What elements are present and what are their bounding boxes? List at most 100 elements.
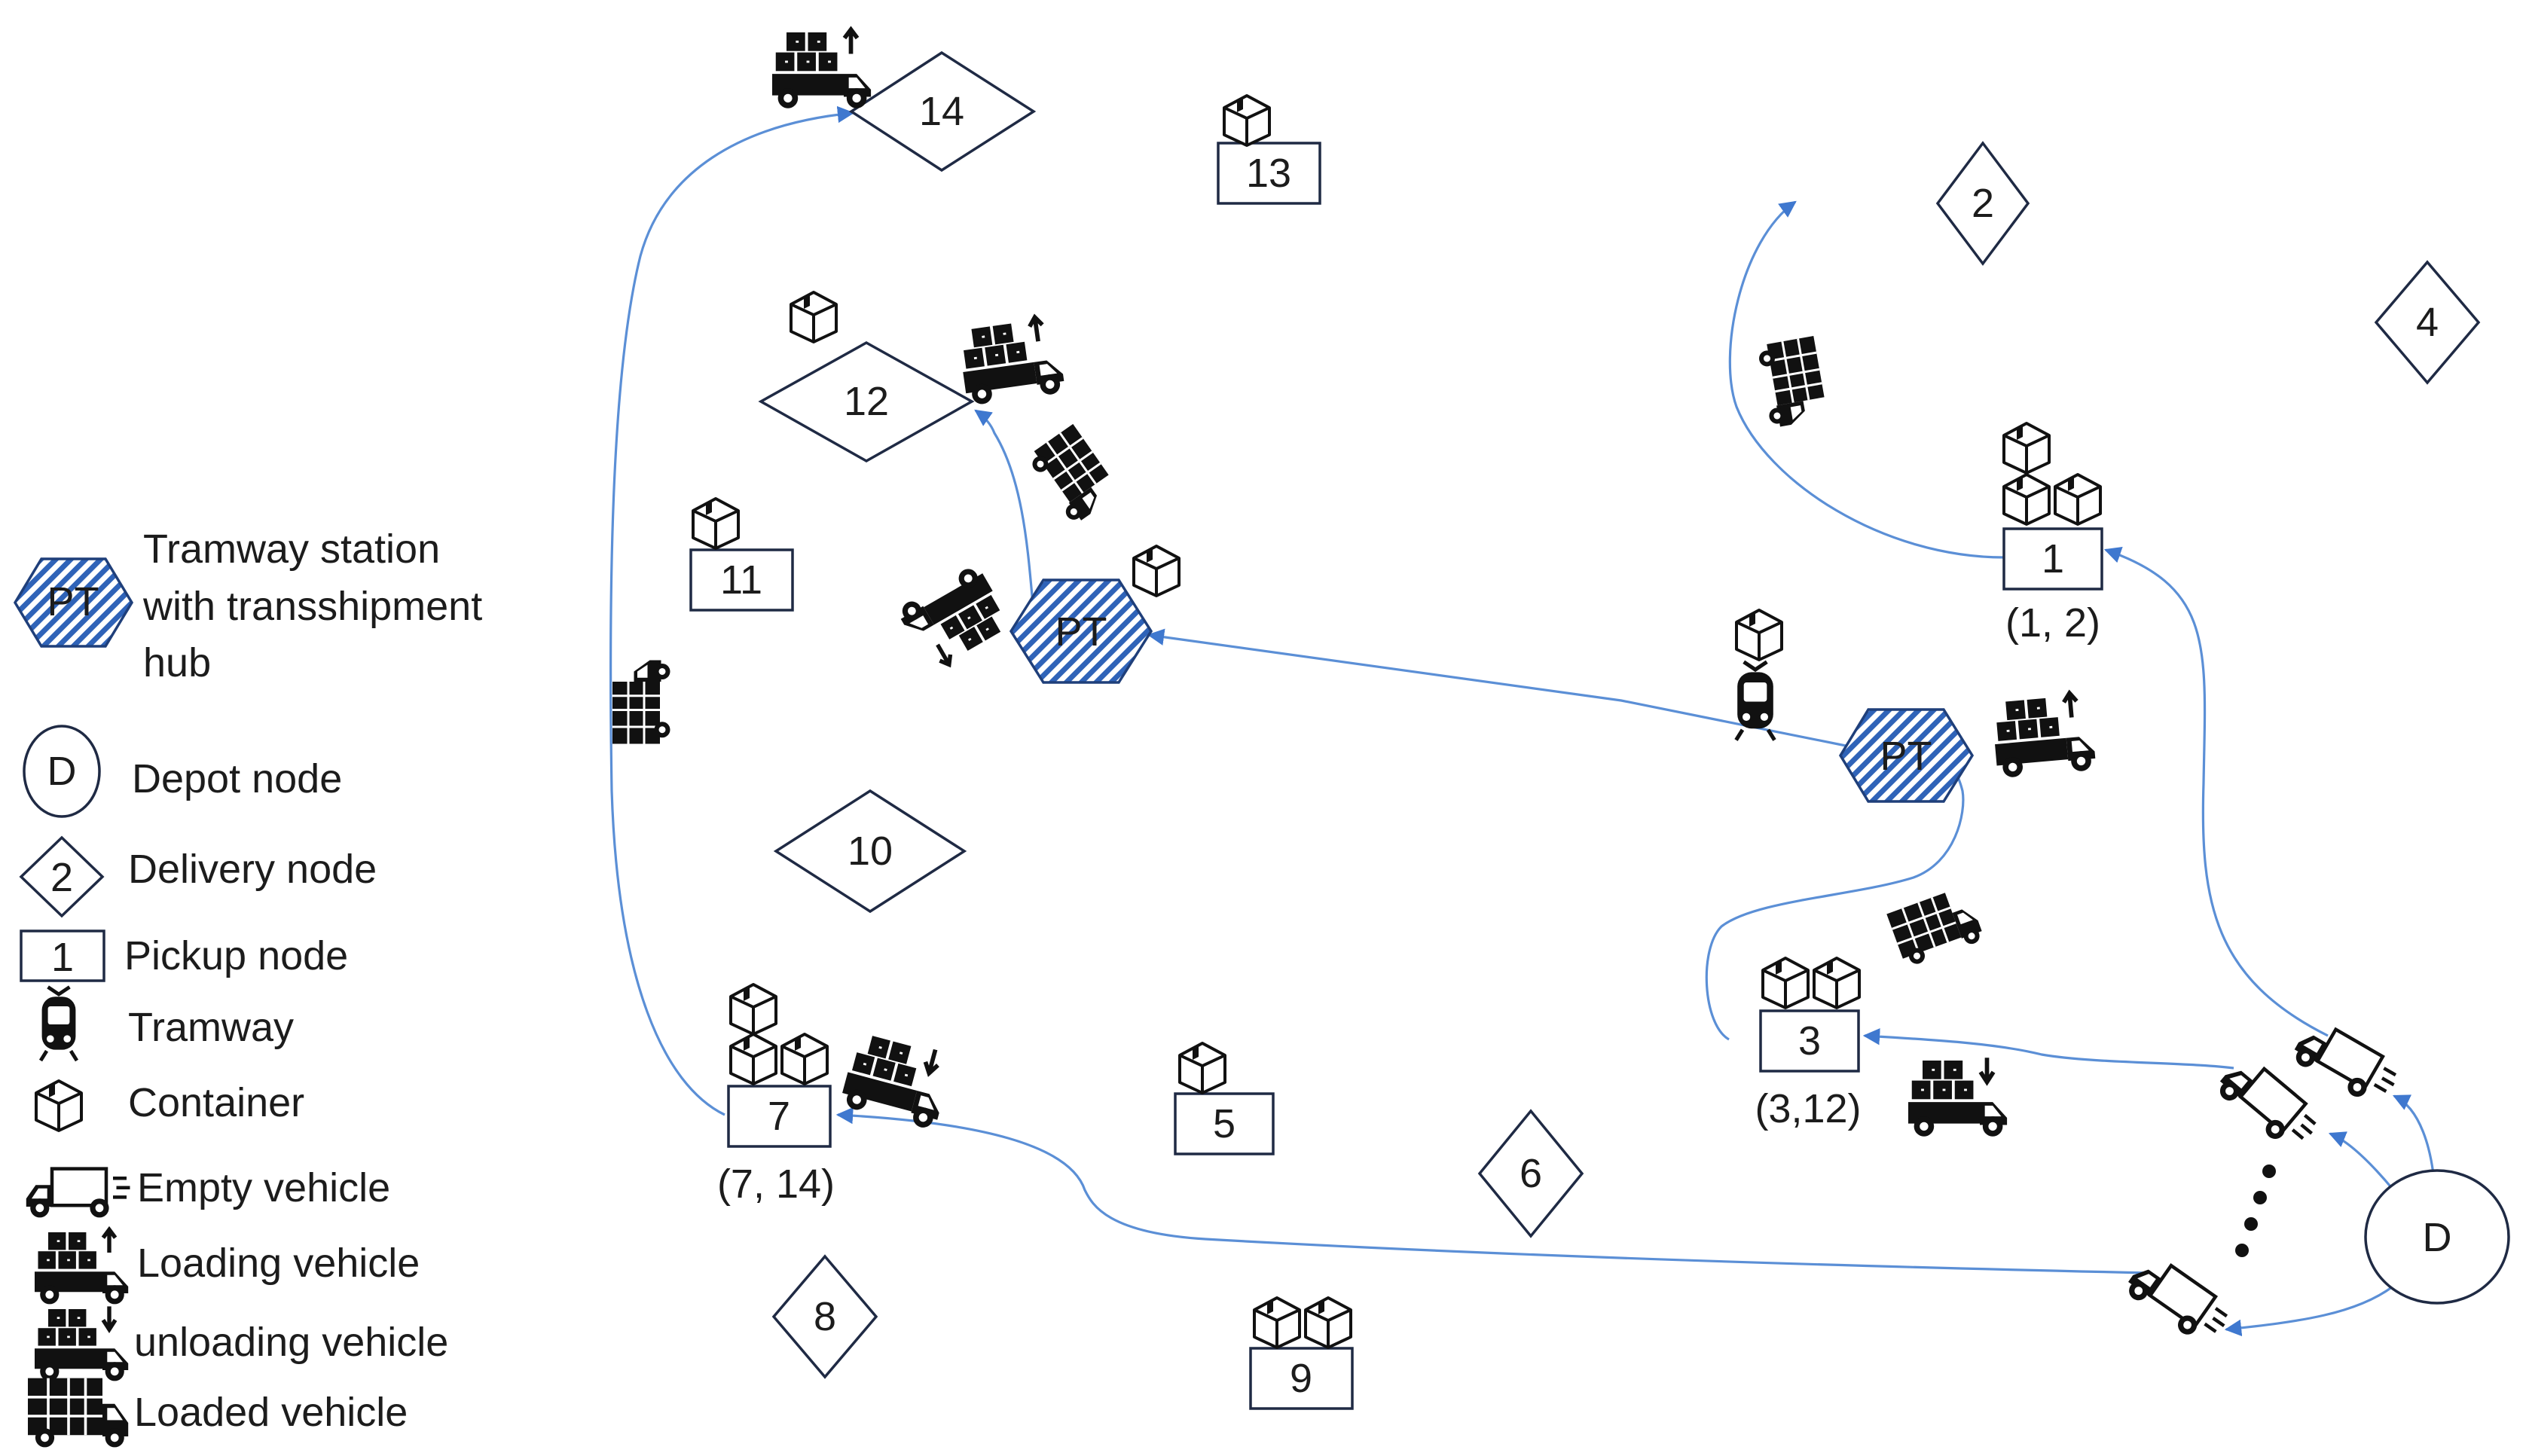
loading-vehicle-icon bbox=[35, 1229, 128, 1304]
loaded-vehicle-icon bbox=[1025, 423, 1122, 527]
ellipsis-dots bbox=[2235, 1164, 2276, 1257]
legend-pt-hexagon bbox=[13, 557, 134, 648]
unloading-vehicle-icon bbox=[1908, 1058, 2007, 1137]
legend-delivery-label: Delivery node bbox=[128, 847, 377, 892]
legend-loaded-label: Loaded vehicle bbox=[134, 1390, 408, 1435]
svg-text:1: 1 bbox=[2042, 536, 2064, 581]
svg-text:6: 6 bbox=[1520, 1151, 1542, 1196]
legend-tramway: Tramway bbox=[41, 987, 294, 1061]
pt-hub-west: PT bbox=[1009, 578, 1153, 684]
loaded-vehicle-icon bbox=[1755, 334, 1830, 430]
delivery-node-12: 12 bbox=[758, 340, 975, 463]
legend-container: Container bbox=[35, 1079, 304, 1132]
svg-text:11: 11 bbox=[720, 557, 762, 603]
container-icon bbox=[1178, 1042, 1226, 1094]
empty-vehicle-icon bbox=[2289, 1017, 2404, 1111]
pt-hub-east: PT bbox=[1838, 708, 1975, 803]
loading-vehicle-icon bbox=[772, 29, 871, 108]
loaded-vehicle-icon bbox=[26, 1376, 130, 1449]
svg-text:13: 13 bbox=[1246, 151, 1291, 196]
svg-text:8: 8 bbox=[814, 1294, 836, 1339]
legend-pt-symbol: PT bbox=[47, 579, 99, 624]
legend-delivery-diamond bbox=[19, 835, 105, 918]
edge-pt-west-to-node-12 bbox=[974, 409, 1035, 613]
svg-text:D: D bbox=[2423, 1215, 2452, 1260]
pt-hubs: PT PT bbox=[1009, 578, 1975, 803]
edge-node-1-to-node-2 bbox=[1728, 200, 2005, 559]
legend-tramway-label: Tramway bbox=[128, 1005, 294, 1050]
svg-text:9: 9 bbox=[1290, 1356, 1312, 1401]
delivery-node-14: 14 bbox=[848, 50, 1037, 172]
legend-pickup-label: Pickup node bbox=[124, 933, 348, 978]
legend-unloading-label: unloading vehicle bbox=[134, 1320, 448, 1365]
legend-depot-symbol: D bbox=[47, 749, 77, 794]
svg-text:PT: PT bbox=[1880, 734, 1932, 779]
svg-text:4: 4 bbox=[2416, 300, 2439, 345]
svg-text:PT: PT bbox=[1055, 609, 1107, 655]
container-icon bbox=[1761, 957, 1810, 1009]
legend-pickup-symbol: 1 bbox=[51, 935, 74, 980]
legend: PT Tramway station with transshipment hu… bbox=[13, 527, 482, 1449]
svg-text:12: 12 bbox=[844, 379, 889, 424]
container-icon bbox=[780, 1033, 829, 1085]
pair-label-1: (1, 2) bbox=[2005, 600, 2100, 646]
legend-depot-ellipse bbox=[23, 725, 101, 818]
pair-label-7: (7, 14) bbox=[717, 1161, 835, 1207]
pickup-node-1: 1 bbox=[2002, 527, 2103, 591]
container-icon bbox=[1735, 609, 1783, 661]
pickup-node-3: 3 bbox=[1759, 1009, 1860, 1073]
legend-empty: Empty vehicle bbox=[26, 1165, 390, 1217]
legend-delivery: 2 Delivery node bbox=[19, 835, 377, 918]
edge-empty-to-node-3 bbox=[1862, 1028, 2234, 1070]
svg-text:5: 5 bbox=[1213, 1101, 1236, 1146]
svg-text:14: 14 bbox=[919, 89, 964, 134]
delivery-node-6: 6 bbox=[1477, 1109, 1584, 1238]
pickup-node-5: 5 bbox=[1174, 1092, 1275, 1155]
loading-vehicle-icon bbox=[896, 563, 1014, 674]
container-icon bbox=[1132, 545, 1181, 597]
route-edges bbox=[609, 105, 2437, 1337]
edge-node-3-to-pt-east bbox=[1705, 761, 1966, 1041]
empty-vehicle-icon bbox=[2122, 1251, 2235, 1351]
container-icon bbox=[2002, 473, 2051, 526]
svg-text:2: 2 bbox=[1972, 181, 1994, 226]
legend-loaded: Loaded vehicle bbox=[26, 1376, 408, 1449]
container-icon bbox=[2002, 422, 2051, 475]
container-icon bbox=[790, 291, 838, 343]
legend-pt-label-line2: with transshipment bbox=[142, 584, 482, 629]
svg-text:3: 3 bbox=[1798, 1018, 1821, 1064]
delivery-nodes: 2 4 6 8 10 12 14 bbox=[758, 50, 2481, 1379]
pair-label-3: (3,12) bbox=[1755, 1086, 1861, 1131]
legend-delivery-symbol: 2 bbox=[50, 855, 73, 900]
legend-unloading: unloading vehicle bbox=[35, 1306, 448, 1381]
legend-loading-label: Loading vehicle bbox=[137, 1241, 420, 1286]
pickup-nodes: 1 3 5 7 9 11 13 bbox=[689, 142, 2103, 1410]
container-icon bbox=[1813, 957, 1861, 1009]
depot-node: D bbox=[2364, 1169, 2510, 1305]
unloading-vehicle-icon bbox=[35, 1306, 128, 1381]
loading-vehicle-icon bbox=[957, 314, 1065, 406]
edge-node-7-to-node-14 bbox=[609, 105, 855, 1116]
legend-depot: D Depot node bbox=[23, 725, 342, 818]
loading-vehicle-icon bbox=[1991, 691, 2097, 779]
legend-pt-label-line3: hub bbox=[143, 640, 211, 685]
loaded-vehicle-icon bbox=[1885, 884, 1987, 969]
delivery-node-8: 8 bbox=[771, 1254, 878, 1379]
pickup-node-11: 11 bbox=[689, 548, 794, 612]
legend-empty-label: Empty vehicle bbox=[137, 1165, 390, 1210]
container-icon bbox=[729, 1033, 777, 1085]
tramway-icon bbox=[41, 987, 77, 1061]
legend-pt-label-line1: Tramway station bbox=[143, 527, 440, 572]
pickup-node-7: 7 bbox=[727, 1085, 832, 1148]
svg-text:7: 7 bbox=[768, 1094, 790, 1139]
delivery-node-10: 10 bbox=[773, 789, 967, 914]
container-icon bbox=[1253, 1296, 1301, 1349]
legend-pickup: 1 Pickup node bbox=[20, 929, 348, 982]
container-icon bbox=[2054, 473, 2102, 526]
legend-container-label: Container bbox=[128, 1080, 304, 1125]
tramway-icon bbox=[1736, 662, 1775, 740]
svg-text:10: 10 bbox=[848, 829, 893, 874]
loaded-vehicle-icon bbox=[611, 659, 671, 745]
